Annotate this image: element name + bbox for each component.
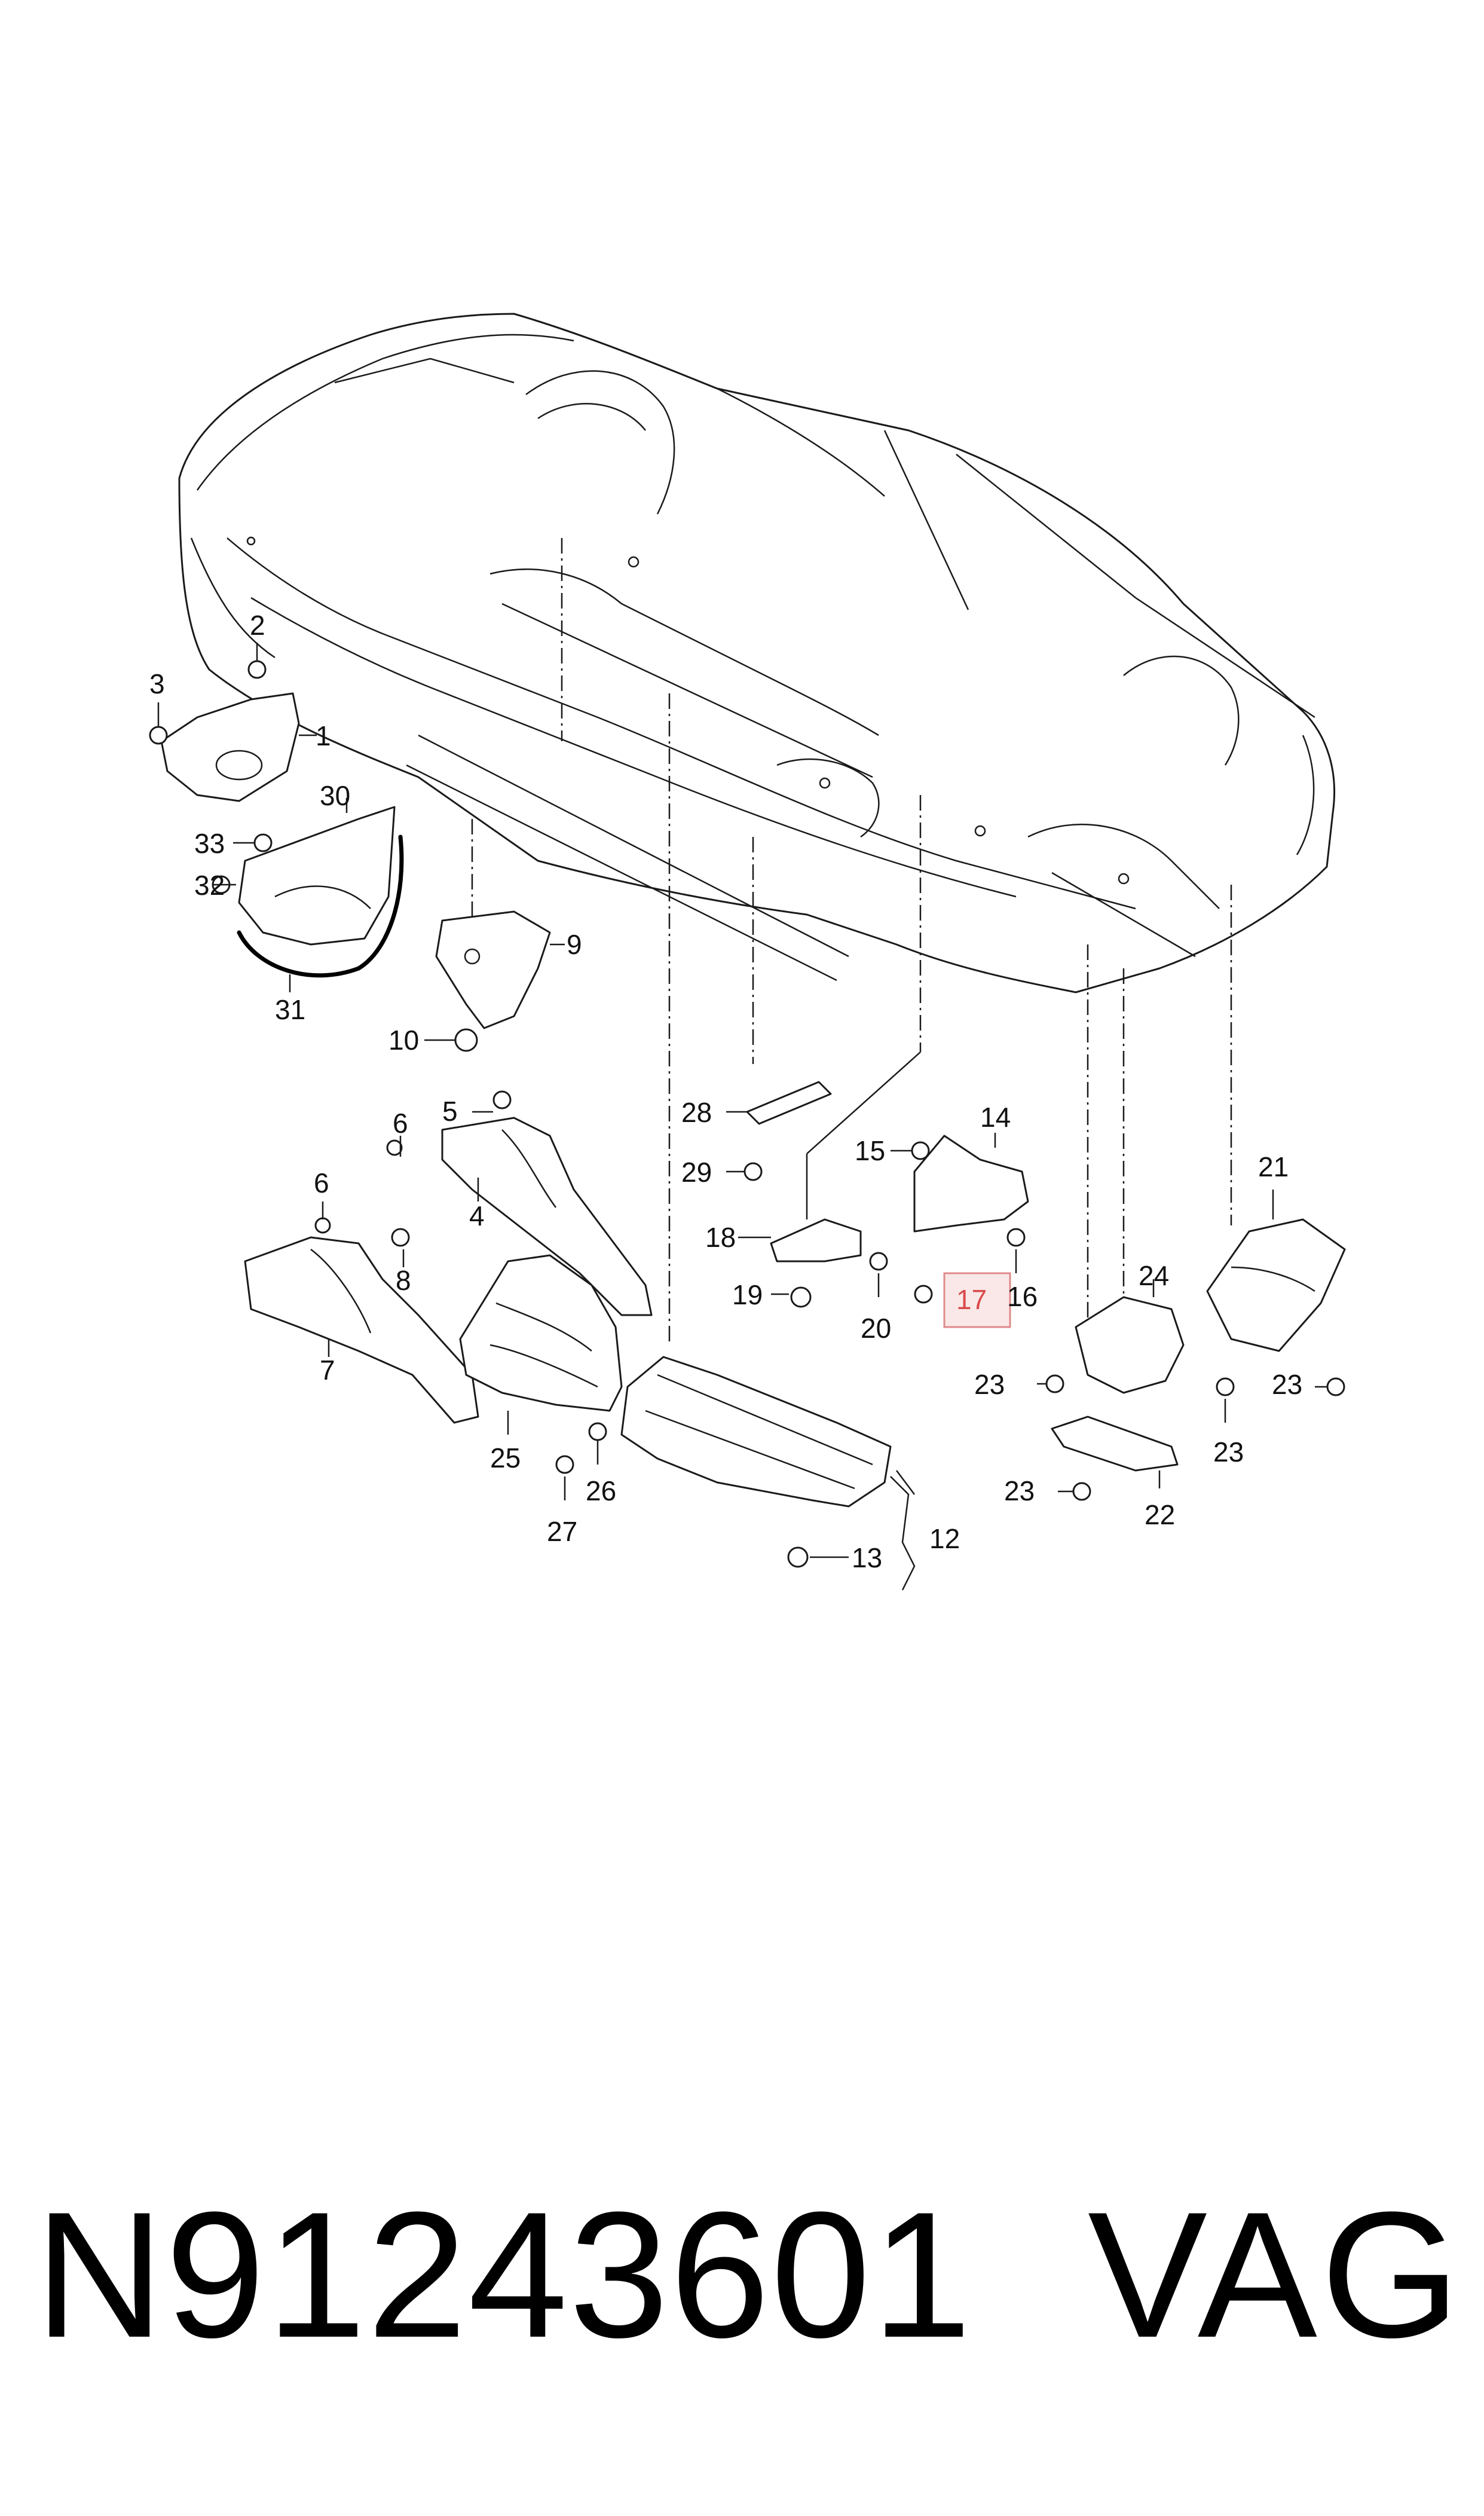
callout-4: 4 — [469, 1200, 485, 1231]
callout-28: 28 — [681, 1097, 712, 1128]
callout-1: 1 — [316, 720, 331, 751]
part-25-heat-shield — [459, 1254, 623, 1412]
callout-23b: 23 — [1213, 1436, 1244, 1468]
callout-20: 20 — [861, 1313, 891, 1344]
part-21-heat-shield — [1206, 1218, 1346, 1352]
highlight-box — [943, 1272, 1011, 1328]
callout-23c: 23 — [1272, 1369, 1302, 1400]
part-9-bracket — [435, 910, 551, 1029]
part-18-bracket — [770, 1218, 862, 1262]
part-14-bracket — [913, 1135, 1029, 1233]
callout-18: 18 — [705, 1222, 736, 1253]
part-24-heat-shield — [1075, 1296, 1185, 1394]
part-31-seal — [237, 834, 404, 978]
part-4-heat-shield — [441, 1117, 653, 1316]
callout-23d: 23 — [1004, 1475, 1035, 1506]
brand-name: VAG — [1088, 2174, 1464, 2375]
callout-14: 14 — [980, 1102, 1011, 1133]
callout-32: 32 — [194, 870, 225, 901]
part-28-bracket — [746, 1081, 832, 1125]
callout-19: 19 — [732, 1279, 763, 1310]
part-12-tunnel-shield — [620, 1356, 892, 1508]
part-22-bracket — [1051, 1416, 1179, 1472]
callout-2: 2 — [250, 610, 265, 641]
callout-leaders — [157, 643, 1327, 1591]
callout-30: 30 — [320, 780, 350, 811]
callout-8: 8 — [396, 1265, 411, 1296]
callouts: 1 2 3 4 5 6 6 7 8 9 10 12 13 14 15 16 17… — [149, 610, 1302, 1573]
callout-7: 7 — [320, 1355, 335, 1386]
callout-17: 17 — [956, 1284, 987, 1315]
callout-5: 5 — [442, 1096, 458, 1127]
callout-31: 31 — [275, 994, 305, 1025]
part-30-wheelhouse-liner — [238, 806, 396, 946]
callout-24: 24 — [1139, 1260, 1169, 1291]
callout-26: 26 — [586, 1475, 616, 1506]
callout-10: 10 — [388, 1025, 419, 1056]
callout-6a: 6 — [393, 1108, 408, 1139]
callout-25: 25 — [490, 1442, 521, 1473]
footer: N91243601 VAG — [0, 2176, 1484, 2373]
part-1-bracket — [160, 692, 300, 802]
callout-21: 21 — [1258, 1151, 1289, 1182]
callout-23a: 23 — [974, 1369, 1005, 1400]
part-7-heat-shield — [244, 1236, 479, 1424]
callout-27: 27 — [547, 1516, 577, 1547]
callout-29: 29 — [681, 1157, 712, 1188]
callout-16: 16 — [1007, 1281, 1038, 1312]
callout-3: 3 — [149, 668, 165, 699]
part-number: N91243601 — [35, 2174, 973, 2375]
callout-9: 9 — [567, 929, 582, 960]
callout-33: 33 — [194, 828, 225, 859]
vehicle-underbody — [178, 313, 1335, 993]
callout-22: 22 — [1145, 1499, 1175, 1530]
callout-12: 12 — [929, 1523, 960, 1554]
callout-15: 15 — [855, 1135, 885, 1166]
leader-lines — [471, 538, 1232, 1345]
callout-6b: 6 — [314, 1167, 329, 1199]
callout-13: 13 — [852, 1542, 882, 1573]
